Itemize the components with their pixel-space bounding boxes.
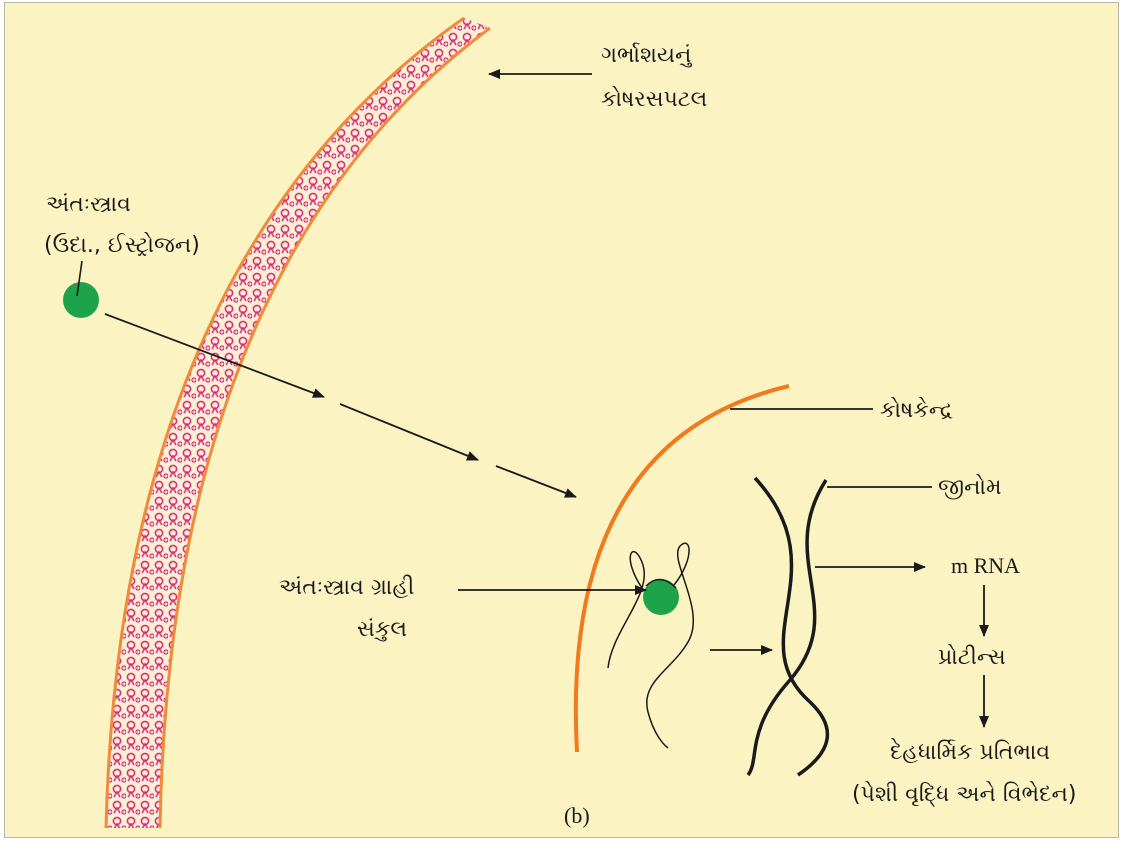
uterine-membrane-band	[90, 10, 510, 840]
label-nucleus: કોષકેન્દ્ર	[880, 395, 953, 427]
label-hormone-line1: અંતઃસ્ત્રાવ	[46, 189, 131, 221]
label-genome: જીનોમ	[938, 472, 1002, 504]
label-receptor-complex-line1: અંતઃસ્ત્રાવ ગ્રાહી	[279, 572, 414, 604]
label-physiological-response-line1: દેહધાર્મિક પ્રતિભાવ	[890, 737, 1050, 769]
genome-helix	[748, 478, 827, 775]
label-uterine-epithelium-line1: ગર્ભાશયનું	[601, 40, 691, 72]
label-physiological-response-line2: (પેશી વૃદ્ધિ અને વિભેદન)	[852, 779, 1076, 811]
label-receptor-complex-line2: સંકુલ	[357, 614, 407, 646]
hormone-receptor-complex	[608, 543, 693, 748]
panel-letter: (b)	[564, 800, 590, 832]
label-uterine-epithelium-line2: કોષરસપટલ	[601, 84, 707, 116]
nucleus-membrane	[576, 386, 789, 752]
label-hormone-line2: (ઉદા., ઈસ્ટ્રોજન)	[44, 230, 200, 262]
label-mrna: m RNA	[951, 550, 1020, 582]
hormone-molecule	[63, 282, 99, 318]
label-proteins: પ્રોટીન્સ	[938, 642, 1006, 674]
